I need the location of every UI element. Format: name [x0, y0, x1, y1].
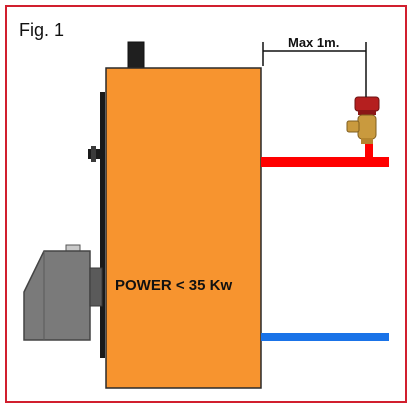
boiler-body: [105, 67, 262, 389]
burner-icon: [23, 244, 103, 341]
boiler-power-label: POWER < 35 Kw: [115, 277, 232, 294]
valve-riser-pipe: [365, 138, 373, 158]
figure-label: Fig. 1: [19, 20, 64, 40]
door-handle-icon: [88, 146, 100, 162]
flue-stub-icon: [127, 41, 145, 69]
max-distance-dimension: [262, 42, 367, 97]
boiler-door-strip: [100, 92, 105, 358]
max-distance-label: Max 1m.: [288, 35, 339, 50]
cold-water-pipe: [261, 333, 389, 341]
hot-water-pipe: [261, 157, 389, 167]
safety-valve-icon: [346, 96, 380, 144]
